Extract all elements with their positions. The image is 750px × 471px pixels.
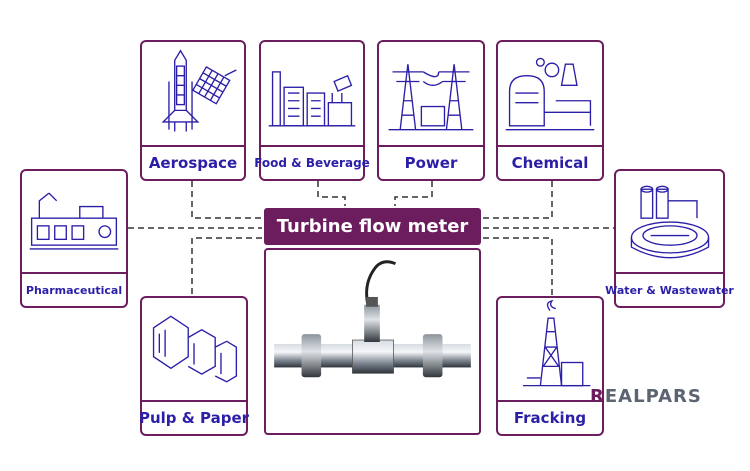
card-pharmaceutical: Pharmaceutical xyxy=(20,169,128,308)
label-food-beverage: Food & Beverage xyxy=(254,145,370,179)
turbine-flow-meter-image xyxy=(264,248,481,435)
flow-meter-icon xyxy=(274,260,471,378)
paper-machine-icon xyxy=(142,298,246,402)
aerospace-icon xyxy=(142,42,244,147)
water-treatment-icon xyxy=(616,171,723,274)
label-power: Power xyxy=(379,145,483,179)
power-tower-icon xyxy=(379,42,483,147)
card-fracking: Fracking xyxy=(496,296,604,436)
card-pulp-paper: Pulp & Paper xyxy=(139,296,249,436)
label-pulp-paper: Pulp & Paper xyxy=(139,400,249,434)
label-pharmaceutical: Pharmaceutical xyxy=(22,272,126,306)
label-water-wastewater: Water & Wastewater xyxy=(605,272,734,306)
pharmaceutical-machine-icon xyxy=(22,171,126,274)
card-chemical: Chemical xyxy=(496,40,604,181)
center-title: Turbine flow meter xyxy=(264,208,481,245)
card-power: Power xyxy=(377,40,485,181)
label-chemical: Chemical xyxy=(498,145,602,179)
label-aerospace: Aerospace xyxy=(142,145,244,179)
card-aerospace: Aerospace xyxy=(140,40,246,181)
chemical-plant-icon xyxy=(498,42,602,147)
factory-icon xyxy=(261,42,363,147)
card-food-beverage: Food & Beverage xyxy=(254,40,370,181)
label-fracking: Fracking xyxy=(498,400,602,434)
card-water-wastewater: Water & Wastewater xyxy=(605,169,734,308)
realpars-logo: REALPARS xyxy=(590,386,702,407)
oil-rig-icon xyxy=(498,298,602,402)
